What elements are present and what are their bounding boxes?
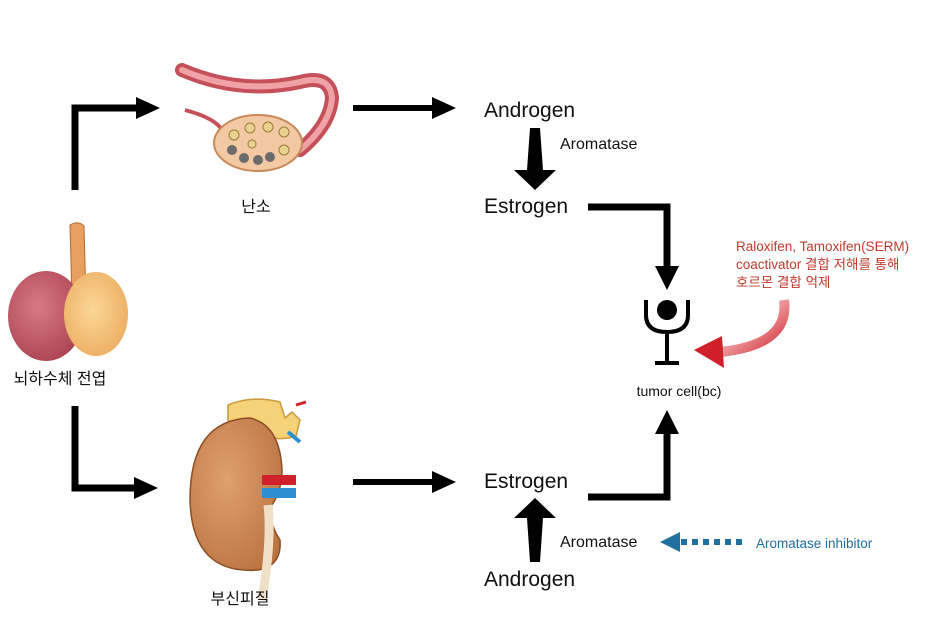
pituitary-gland-illustration [8, 222, 128, 361]
arrow-pituitary-to-ovary [71, 97, 160, 190]
pituitary-label: 뇌하수체 전엽 [14, 370, 107, 388]
androgen-top-label: Androgen [484, 99, 575, 122]
serm-note-line3: 호르몬 결합 억제 [736, 275, 830, 290]
arrow-aromatase-bottom [514, 498, 556, 562]
aromatase-bottom-label: Aromatase [560, 534, 637, 551]
ovary-label: 난소 [241, 198, 270, 216]
aromatase-inhibitor-arrow [660, 532, 742, 552]
aromatase-top-label: Aromatase [560, 136, 637, 153]
ovary-illustration [175, 63, 340, 172]
estrogen-top-label: Estrogen [484, 195, 568, 218]
arrow-estrogen-bottom-to-tumor [588, 410, 679, 501]
serm-inhibition-arrow [694, 299, 790, 368]
androgen-bottom-label: Androgen [484, 568, 575, 591]
serm-note-line2: coactivator 결합 저해를 통해 [736, 257, 899, 272]
arrow-aromatase-top [514, 128, 556, 190]
tumor-cell-figure [644, 300, 690, 365]
estrogen-bottom-label: Estrogen [484, 470, 568, 493]
serm-note-line1: Raloxifen, Tamoxifen(SERM) [736, 239, 909, 254]
tumor-cell-label: tumor cell(bc) [637, 383, 722, 399]
arrow-pituitary-to-adrenal [71, 406, 158, 499]
arrow-estrogen-top-to-tumor [588, 203, 679, 290]
kidney-adrenal-illustration [189, 398, 307, 601]
adrenal-cortex-label: 부신피질 [211, 590, 270, 608]
aromatase-inhibitor-label: Aromatase inhibitor [756, 536, 873, 551]
arrow-adrenal-to-estrogen [353, 471, 456, 493]
arrow-ovary-to-androgen [353, 97, 456, 119]
